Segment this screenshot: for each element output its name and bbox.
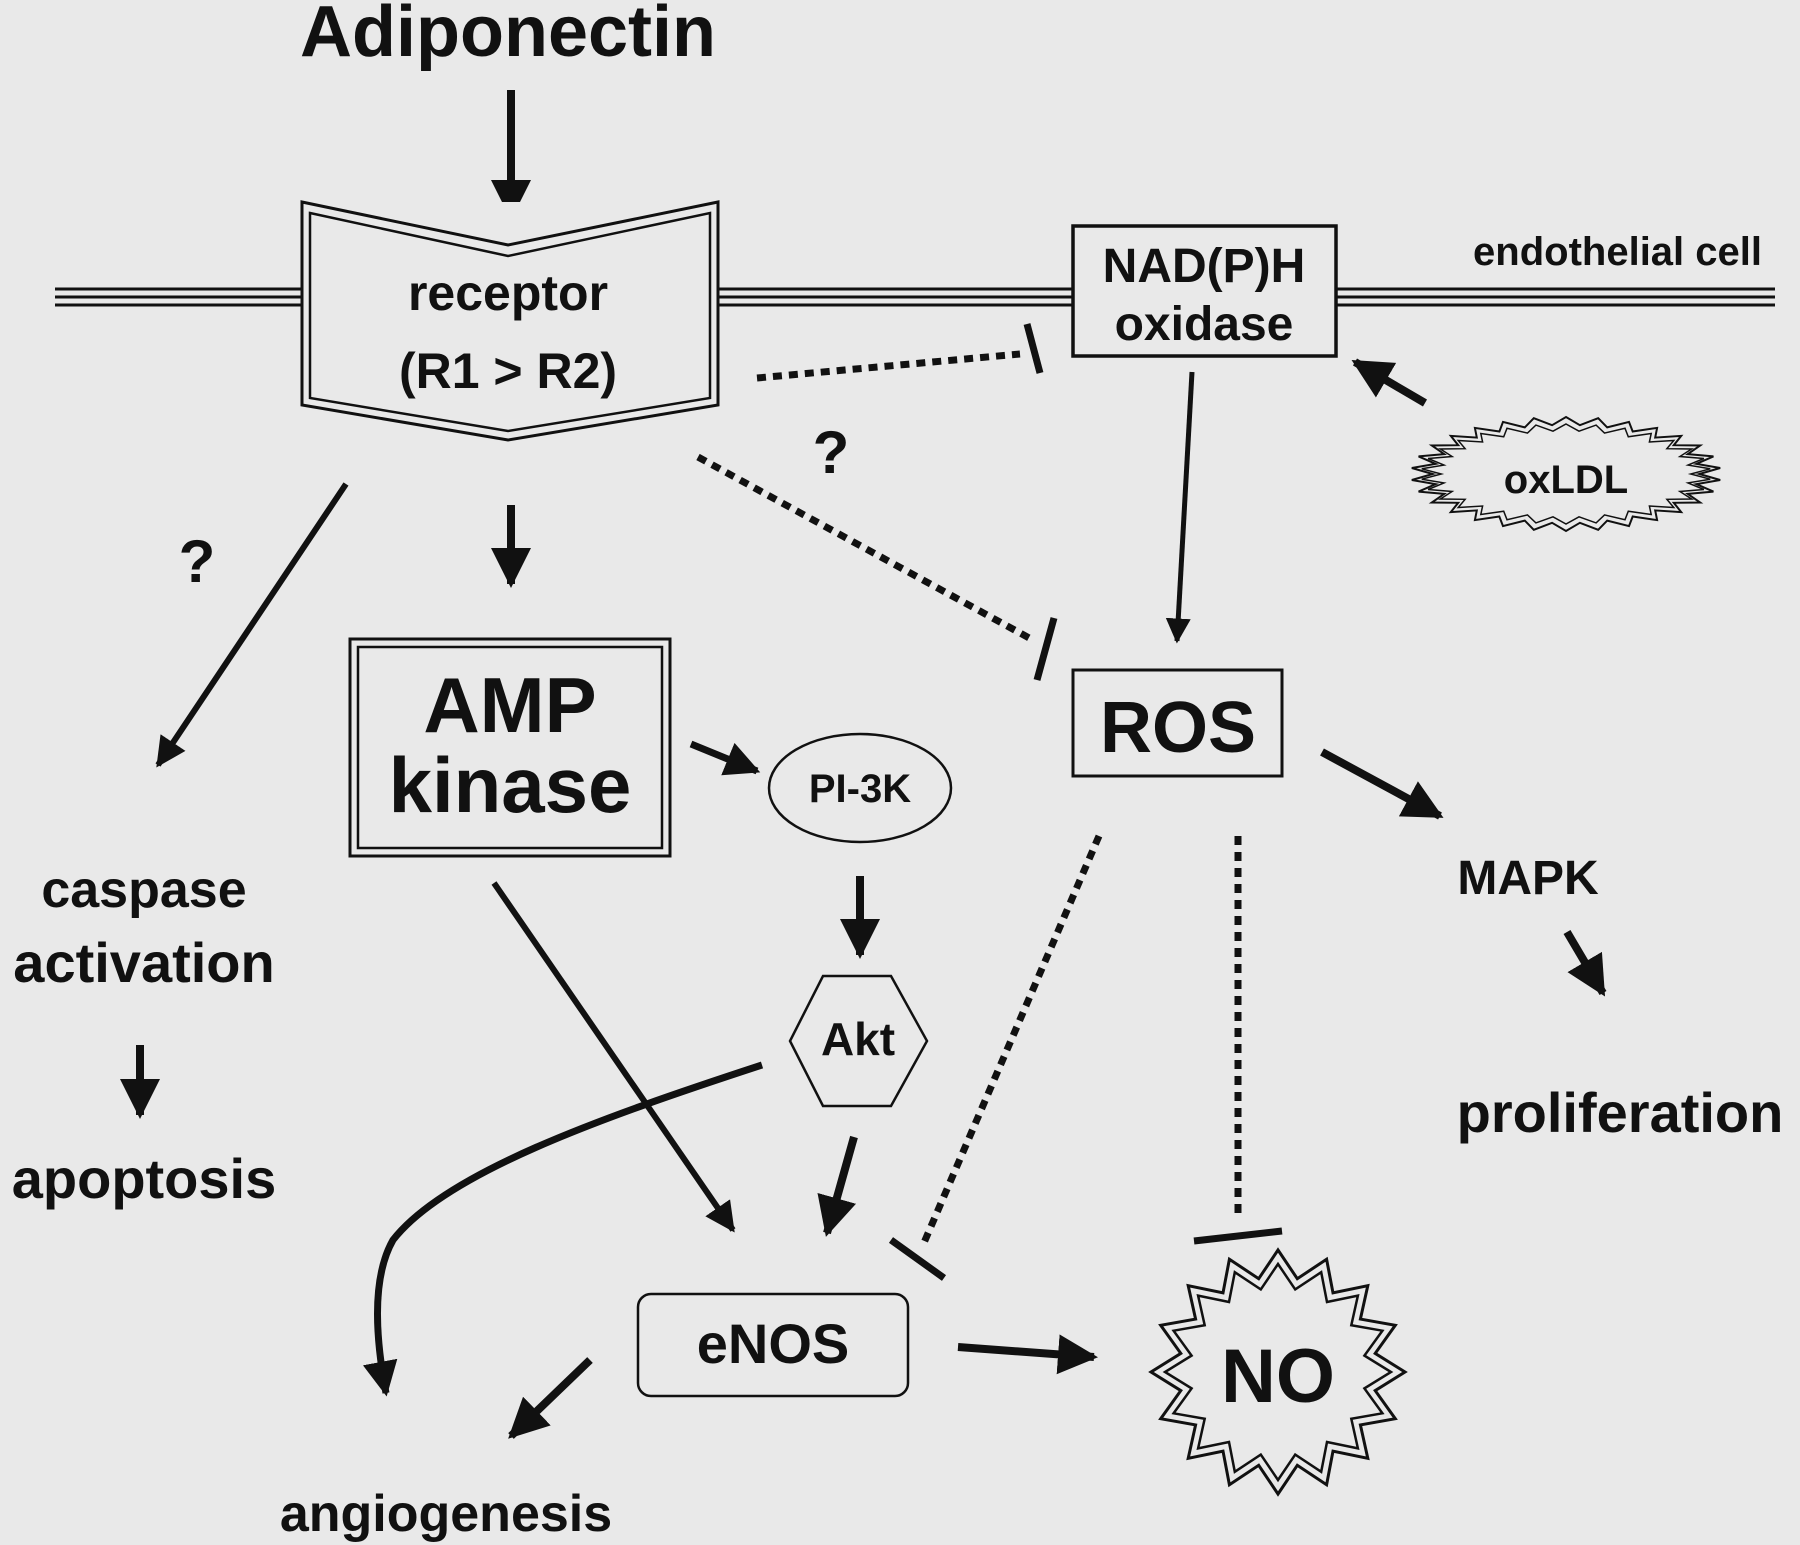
oxldl-label: oxLDL — [1504, 458, 1628, 502]
unknown-mechanism-marker-2: ? — [813, 419, 850, 486]
arrow-akt-enos — [817, 1135, 858, 1237]
enos-box — [636, 1292, 910, 1398]
endothelial-cell-label: endothelial cell — [1473, 230, 1762, 274]
amp-label: AMP — [423, 661, 596, 749]
pi3k-label: PI-3K — [809, 767, 911, 811]
inhibition-receptor-ros — [696, 453, 1058, 681]
inhibition-ros-no — [1193, 836, 1283, 1245]
pi3k-node — [767, 732, 953, 844]
kinase-label: kinase — [389, 741, 632, 829]
angiogenesis-label: angiogenesis — [280, 1485, 612, 1543]
akt-label: Akt — [821, 1013, 895, 1065]
oxldl-starburst-inner — [1421, 423, 1711, 525]
nadph-oxidase-box — [1071, 224, 1338, 358]
inhibition-receptor-nadph — [756, 323, 1044, 382]
arrow-oxldl-nadph — [1351, 358, 1428, 407]
arrow-enos-no — [957, 1334, 1098, 1375]
no-starburst — [1148, 1247, 1408, 1497]
proliferation-label: proliferation — [1457, 1081, 1784, 1144]
receptor-label: receptor — [408, 265, 608, 321]
oxldl-starburst — [1411, 415, 1721, 533]
ros-label: ROS — [1100, 688, 1256, 768]
amp-kinase-box — [348, 637, 672, 858]
no-starburst-inner — [1162, 1261, 1394, 1483]
apoptosis-label: apoptosis — [12, 1147, 276, 1210]
receptor-box — [300, 200, 720, 442]
oxidase-label: oxidase — [1115, 298, 1294, 351]
ros-box — [1071, 668, 1284, 778]
inhibition-ros-enos — [888, 834, 1103, 1281]
arrow-ampk-pi3k — [689, 740, 761, 776]
nadph-label: NAD(P)H — [1103, 240, 1306, 293]
adiponectin-title: Adiponectin — [300, 0, 716, 72]
enos-label: eNOS — [697, 1312, 850, 1375]
unknown-mechanism-marker-1: ? — [179, 528, 216, 595]
arrow-mapk-proliferation — [1563, 929, 1607, 997]
arrow-receptor-caspase — [155, 482, 349, 768]
receptor-subtypes-label: (R1 > R2) — [399, 343, 617, 399]
arrow-akt-angiogenesis — [362, 1061, 764, 1397]
arrow-ros-mapk — [1320, 748, 1444, 820]
activation-label: activation — [13, 931, 274, 994]
no-label: NO — [1221, 1334, 1335, 1419]
akt-node — [788, 974, 929, 1108]
arrow-enos-angiogenesis — [508, 1357, 593, 1439]
mapk-label: MAPK — [1457, 852, 1599, 905]
arrow-nadph-ros — [1165, 371, 1195, 644]
caspase-label: caspase — [41, 861, 246, 919]
arrow-ampk-enos — [491, 881, 736, 1233]
